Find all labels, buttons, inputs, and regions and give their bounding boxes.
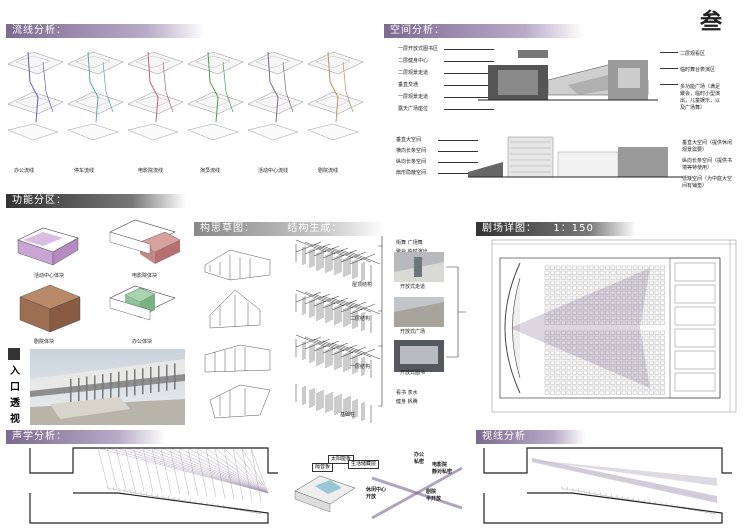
space-section-top: [478, 50, 658, 101]
space-top-right-5: 及广场舞）: [680, 105, 706, 111]
space-bot-left-3: 扇形隐蔽空间: [396, 170, 427, 176]
space-top-right-2: 多功能广场（满足: [680, 84, 721, 90]
photo-label-0: 开放式走道: [400, 284, 426, 290]
activity-bot-1: 健身 帆腾: [396, 399, 418, 405]
sightline-section: [483, 447, 732, 524]
function-blocks: [17, 219, 181, 333]
leader-line: [438, 140, 478, 141]
photo-label-2: 开放式图书: [400, 370, 426, 376]
structure-label-3: 基础柱: [340, 412, 356, 418]
space-top-left-1: 二层健身中心: [398, 58, 429, 64]
structure-label-0: 屋顶结构: [352, 282, 373, 288]
leader-line: [660, 84, 678, 85]
function-label-office: 办公体块: [132, 339, 153, 345]
acoustic-model: [294, 475, 356, 513]
entrance-char-0: 入: [10, 366, 20, 377]
concept-header: 构思草图： 结构生成：: [194, 222, 384, 236]
space-bot-right-0: 垂直大空间（提供休闲: [682, 140, 733, 146]
leader-line: [660, 52, 678, 53]
zoning-diagram: [371, 466, 463, 520]
acoustic-tag-1: 太阳能板: [328, 455, 355, 464]
space-bot-left-2: 纵向长条空间: [396, 159, 427, 165]
space-top-right-4: 出，儿童娱乐，以: [680, 98, 721, 104]
leader-line: [444, 73, 494, 74]
flow-label-1: 停车流线: [74, 168, 95, 174]
entrance-rendering: [30, 349, 185, 425]
activity-photos: [394, 252, 444, 372]
photo-label-1: 开放式广场: [400, 329, 426, 335]
theater-plan: [491, 239, 737, 413]
acoustic-tag-0: 隔音板: [312, 463, 334, 472]
space-bot-right-3: 墙等特使用）: [682, 165, 713, 171]
theater-title: 剧场详图：: [482, 223, 537, 234]
space-top-left-0: 一层开放式图书区: [398, 46, 439, 52]
space-bot-right-1: 观景需要）: [682, 147, 708, 153]
zoning-label-1: 私密: [414, 459, 425, 465]
space-top-right-1: 临时舞台表演区: [680, 67, 716, 73]
acoustic-section: [29, 447, 278, 524]
theater-header: 剧场详图： 1：150: [476, 222, 636, 236]
leader-line: [438, 162, 478, 163]
activity-bot-0: 看书 茶水: [396, 390, 418, 396]
space-bot-right-4: 低矮空间（为中庭大空: [682, 176, 733, 182]
activity-connectors: [446, 266, 466, 358]
space-section-bottom: [468, 136, 683, 178]
space-top-right-0: 二层观看区: [680, 51, 706, 57]
space-top-right-3: 聚会，临时小型演: [680, 91, 721, 97]
space-bot-left-0: 垂直大空间: [396, 137, 422, 143]
leader-line: [660, 68, 678, 69]
theater-scale: 1：150: [553, 223, 594, 234]
flow-header: 流线分析：: [6, 24, 206, 38]
zoning-label-2: 电影院: [432, 462, 448, 468]
structure-label-1: 二层结构: [350, 316, 371, 322]
flow-label-4: 活动中心流线: [258, 168, 289, 174]
zoning-label-3: 静对私密: [432, 469, 453, 475]
flow-label-2: 电影院流线: [138, 168, 164, 174]
space-header: 空间分析：: [384, 24, 584, 38]
function-header: 功能分区：: [6, 194, 186, 208]
leader-line: [444, 85, 494, 86]
space-bot-right-2: 纵向长条空间（提供书: [682, 158, 733, 164]
space-bot-right-5: 间有铺垫）: [682, 183, 708, 189]
concept-title: 构思草图：: [200, 223, 255, 234]
zoning-label-7: 半开放: [426, 496, 442, 502]
zoning-label-5: 开放: [366, 494, 377, 500]
concept-sketches: [204, 249, 271, 419]
sheet-mark: 叁: [700, 10, 723, 35]
entrance-char-3: 视: [10, 414, 20, 425]
leader-line: [444, 49, 494, 50]
space-top-left-3: 垂直交通: [398, 82, 419, 88]
function-label-theater: 剧院体块: [34, 339, 55, 345]
space-top-left-2: 二层观景走道: [398, 70, 429, 76]
space-top-left-4: 一层观景走道: [398, 94, 429, 100]
acoustic-header: 声学分析：: [6, 430, 166, 444]
leader-line: [438, 173, 478, 174]
flow-label-0: 办公流线: [14, 168, 35, 174]
entrance-char-1: 口: [10, 382, 20, 393]
function-label-cinema: 电影院体块: [132, 273, 158, 279]
activity-top-0: 街舞 广场舞: [396, 240, 423, 246]
entrance-char-2: 透: [10, 398, 20, 409]
flow-diagrams: [7, 51, 364, 141]
structure-layers: [295, 239, 381, 423]
zoning-label-6: 剧院: [426, 489, 437, 495]
space-top-left-5: 露天广场座位: [398, 106, 429, 112]
sightline-header: 视线分析: [476, 430, 586, 444]
leader-line: [444, 61, 494, 62]
structure-title: 结构生成：: [287, 223, 343, 234]
flow-label-3: 演员流线: [200, 168, 221, 174]
leader-line: [444, 109, 494, 110]
leader-line: [444, 97, 494, 98]
zoning-label-4: 休闲中心: [366, 487, 387, 493]
leader-line: [438, 151, 478, 152]
function-label-activity: 活动中心体块: [34, 273, 65, 279]
entrance-marker: [8, 348, 20, 360]
activity-bracket: [378, 236, 383, 407]
acoustic-tag-2: 生活储藏层: [348, 460, 380, 469]
space-bot-left-1: 横向长条空间: [396, 148, 427, 154]
zoning-label-0: 办公: [414, 452, 425, 458]
structure-label-2: 一层结构: [350, 364, 371, 370]
flow-label-5: 剧院流线: [318, 168, 339, 174]
